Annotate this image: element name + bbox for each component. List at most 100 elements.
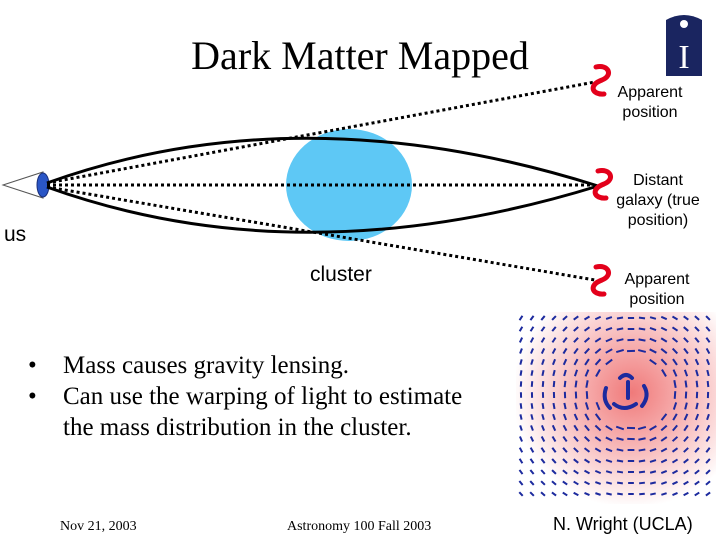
lensed-galaxy-dash [617, 481, 623, 485]
lensed-galaxy-dash [605, 481, 613, 485]
lensed-galaxy-dash [573, 358, 579, 366]
lensed-galaxy-dash [595, 369, 601, 377]
lensed-galaxy-dash [683, 491, 689, 497]
lensed-galaxy-dash [518, 458, 524, 464]
lensed-galaxy-dash [639, 492, 645, 496]
lensed-galaxy-dash [541, 424, 545, 432]
lensed-galaxy-dash [530, 359, 534, 365]
lensed-galaxy-dash [551, 491, 557, 497]
bullet-item: • Can use the warping of light to estima… [28, 381, 468, 443]
lensed-galaxy-dash [660, 424, 668, 432]
lensed-galaxy-dash [694, 347, 700, 355]
galaxy-icon-true-position [592, 168, 613, 201]
lensed-galaxy-dash [583, 337, 591, 343]
lensed-galaxy-dash [671, 337, 679, 343]
lensed-galaxy-dash [672, 424, 678, 432]
lensed-galaxy-dash [628, 492, 634, 496]
lensed-galaxy-dash [585, 391, 589, 399]
lensed-galaxy-dash [551, 469, 557, 475]
lensed-galaxy-dash [672, 480, 678, 486]
lensed-galaxy-dash [595, 492, 601, 496]
lensed-galaxy-dash [627, 327, 635, 331]
lensed-galaxy-dash [594, 447, 602, 453]
bullet-text: Mass causes gravity lensing. [63, 352, 350, 379]
lensed-galaxy-dash [627, 338, 635, 342]
lensed-galaxy-dash [529, 480, 535, 486]
lensed-galaxy-dash [649, 470, 657, 474]
lensed-galaxy-dash [573, 424, 579, 432]
lensed-galaxy-dash [562, 447, 568, 453]
lensed-galaxy-dash [660, 337, 668, 343]
lensed-galaxy-dash [540, 337, 546, 343]
lensed-galaxy-dash [584, 491, 590, 497]
lensed-galaxy-dash [562, 424, 568, 432]
lensed-galaxy-dash [584, 347, 590, 355]
lensed-galaxy-dash [660, 481, 668, 485]
lensed-galaxy-dash [594, 436, 602, 442]
lensed-galaxy-dash [594, 469, 602, 475]
lensed-galaxy-dash [638, 327, 646, 331]
bullet-item: • Mass causes gravity lensing. [28, 350, 468, 381]
lensed-galaxy-dash [518, 491, 524, 497]
lensed-galaxy-dash [616, 316, 624, 320]
lensed-galaxy-dash [529, 469, 535, 475]
lensed-galaxy-dash [660, 315, 668, 321]
lensed-galaxy-dash [573, 337, 579, 343]
lensed-galaxy-dash [616, 470, 624, 474]
lensed-galaxy-dash [605, 348, 613, 354]
lensed-galaxy-dash [573, 458, 579, 464]
university-logo-icon: I [666, 15, 702, 76]
lensed-galaxy-dash [627, 349, 635, 353]
lensed-galaxy-dash [594, 424, 602, 432]
lensed-galaxy-dash [683, 369, 689, 377]
lensed-galaxy-dash [562, 480, 568, 486]
lensed-galaxy-dash [562, 326, 568, 332]
lensed-galaxy-dash [615, 425, 625, 431]
lensed-galaxy-dash [694, 458, 700, 464]
lensed-galaxy-dash [616, 348, 624, 354]
lensed-galaxy-dash [530, 370, 534, 376]
lensed-galaxy-dash [627, 316, 635, 320]
lensed-galaxy-dash [694, 326, 700, 332]
lensed-galaxy-dash [660, 458, 668, 464]
lensed-galaxy-dash [638, 338, 646, 342]
lensed-galaxy-dash [671, 447, 679, 453]
lensed-galaxy-dash [529, 315, 535, 321]
lensed-galaxy-dash [695, 369, 699, 377]
lensed-galaxy-dash [684, 391, 688, 399]
label-line: Apparent [624, 271, 690, 288]
lensed-galaxy-dash [541, 358, 545, 366]
lensed-galaxy-dash [706, 369, 710, 377]
lensed-galaxy-dash [694, 447, 700, 453]
lensed-galaxy-dash [518, 447, 524, 453]
label-apparent-position-bottom: Apparent position [612, 270, 702, 310]
lensing-simulation-image [516, 312, 716, 504]
lensed-galaxy-dash [705, 447, 711, 453]
lensed-galaxy-dash [705, 480, 711, 486]
lensed-galaxy-dash [616, 448, 624, 452]
lensed-galaxy-dash [573, 315, 579, 321]
lensed-galaxy-dash [583, 326, 591, 332]
lensed-galaxy-dash [540, 348, 546, 354]
lensed-galaxy-dash [694, 315, 700, 321]
footer-course: Astronomy 100 Fall 2003 [287, 519, 432, 534]
lensed-galaxy-dash [649, 348, 657, 354]
label-line: position [622, 104, 678, 121]
lensed-galaxy-dash [605, 337, 613, 343]
bullet-marker: • [28, 352, 37, 379]
bullet-list: • Mass causes gravity lensing. • Can use… [28, 350, 468, 443]
sightline-upper [46, 80, 596, 185]
lensed-galaxy-dash [529, 447, 535, 453]
lensed-galaxy-dash [595, 401, 601, 411]
lensed-galaxy-dash [672, 492, 678, 496]
lensed-galaxy-dash [627, 448, 635, 452]
lensed-galaxy-dash [605, 436, 613, 442]
label-line: position) [627, 212, 689, 229]
lensed-galaxy-dash [660, 436, 668, 442]
lensed-galaxy-dash [683, 315, 689, 321]
lensed-galaxy-dash [573, 369, 579, 377]
lensed-galaxy-dash [552, 391, 556, 399]
lensed-galaxy-dash [530, 348, 534, 354]
lensed-galaxy-dash [519, 414, 523, 420]
